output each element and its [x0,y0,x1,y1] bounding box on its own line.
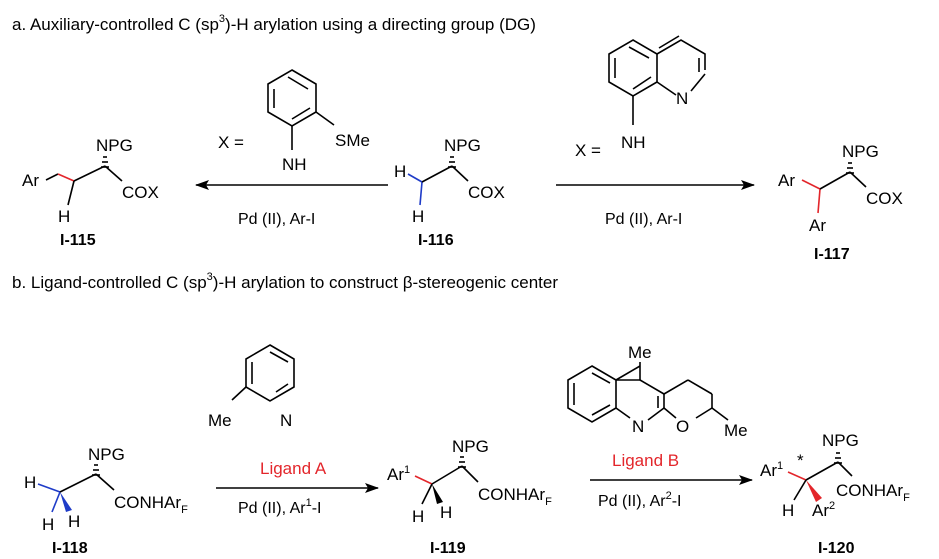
svg-text:Me: Me [208,411,232,430]
atom-cox: COX [468,183,505,202]
right-x-label: X = [575,141,601,160]
svg-text:N: N [280,411,292,430]
hash-wedge [92,464,100,476]
left-x-label: X = [218,133,244,152]
compound-label-i-115: I-115 [60,232,96,249]
atom-ar: Ar [22,171,39,190]
atom-h: H [782,501,794,520]
atom-ar: Ar [778,171,795,190]
atom-npg: NPG [88,445,125,464]
atom-cox: COX [866,189,903,208]
svg-text:NH: NH [282,155,307,174]
left-conditions: Pd (II), Ar-I [238,211,315,228]
svg-text:Me: Me [724,421,748,440]
ligand-a-label: Ligand A [260,459,327,478]
atom-ar1: Ar1 [387,464,410,484]
atom-conhar: CONHArF [836,481,910,504]
atom-h: H [412,507,424,526]
atom-ar1: Ar1 [760,460,783,480]
hash-wedge [458,456,466,468]
compound-label-i-118: I-118 [52,540,88,557]
atom-h: H [24,473,36,492]
compound-i-116-structure: H H NPG COX [394,136,505,226]
aminoquinoline-auxiliary: N NH [608,35,706,152]
compound-i-120-structure: Ar1 * H Ar2 NPG CONHArF [760,431,910,520]
atom-npg: NPG [96,136,133,155]
atom-cox: COX [122,183,159,202]
atom-h: H [394,162,406,181]
ligand-b-structure: Me N O Me [567,343,748,440]
svg-text:NH: NH [621,133,646,152]
atom-conhar: CONHArF [478,485,552,508]
compound-i-119-structure: Ar1 H H NPG CONHArF [387,437,552,526]
right-conditions: Pd (II), Ar-I [605,211,682,228]
atom-h: H [68,512,80,531]
hash-wedge [448,156,456,168]
atom-h: H [58,207,70,226]
compound-i-117-structure: Ar Ar NPG COX [778,142,903,235]
aminothioanisole-auxiliary: SMe NH [267,69,370,174]
ligand-a-conditions: Pd (II), Ar1-I [238,497,321,517]
compound-label-i-117: I-117 [814,246,850,263]
atom-h: H [42,515,54,534]
ligand-b-label: Ligand B [612,451,679,470]
hash-wedge [101,156,109,168]
compound-label-i-116: I-116 [418,232,454,249]
atom-npg: NPG [822,431,859,450]
atom-npg: NPG [452,437,489,456]
hash-wedge [834,452,842,464]
svg-text:O: O [676,417,689,436]
svg-text:Me: Me [628,343,652,362]
compound-i-115-structure: Ar H NPG COX [22,136,159,226]
atom-ar2: Ar2 [812,500,835,520]
section-b-title: b. Ligand-controlled C (sp3)-H arylation… [12,271,558,292]
svg-text:N: N [676,89,688,108]
svg-text:N: N [632,417,644,436]
section-a-title: a. Auxiliary-controlled C (sp3)-H arylat… [12,13,536,34]
compound-i-118-structure: H H H NPG CONHArF [24,445,188,534]
svg-text:SMe: SMe [335,131,370,150]
compound-label-i-119: I-119 [430,540,466,557]
atom-conhar: CONHArF [114,493,188,516]
stereocenter-star: * [797,451,804,470]
compound-label-i-120: I-120 [818,540,855,557]
atom-ar: Ar [809,216,826,235]
atom-h: H [440,503,452,522]
ligand-b-conditions: Pd (II), Ar2-I [598,490,681,510]
atom-h: H [412,207,424,226]
atom-npg: NPG [842,142,879,161]
ligand-a-structure: Me N [208,344,295,430]
atom-npg: NPG [444,136,481,155]
hash-wedge [846,162,854,174]
